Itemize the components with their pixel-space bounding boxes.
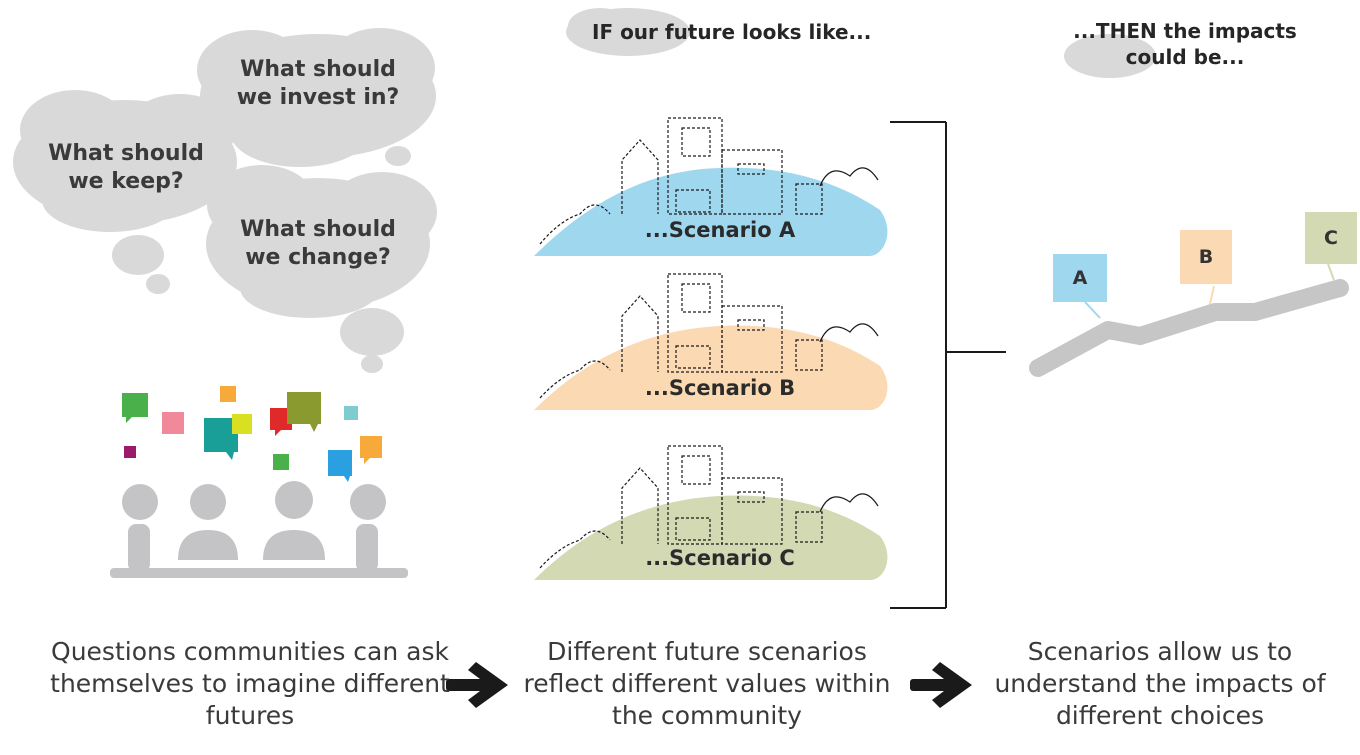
caption-right: Scenarios allow us to understand the imp…	[994, 637, 1326, 730]
scenario-a-graphic	[534, 167, 888, 256]
question-invest: What should we invest in?	[236, 57, 400, 110]
scenario-c-label: ...Scenario C	[645, 546, 795, 570]
if-header: IF our future looks like...	[592, 20, 872, 44]
speech-bubbles	[122, 386, 382, 482]
impact-line	[1029, 279, 1349, 377]
impact-tag-b-label: B	[1198, 246, 1214, 268]
question-keep: What should we keep?	[48, 141, 204, 194]
question-change: What should we change?	[240, 217, 396, 270]
impact-tag-a: A	[1053, 254, 1107, 302]
arrow-1	[446, 662, 508, 708]
arrow-2	[910, 662, 972, 708]
scenario-c-graphic	[534, 495, 888, 580]
scenario-b-graphic	[534, 325, 888, 410]
scenario-b-label: ...Scenario B	[644, 376, 796, 400]
scenario-a-label: ...Scenario A	[644, 218, 796, 242]
then-header: ...THEN the impacts could be...	[1073, 19, 1297, 69]
impact-tag-c-label: C	[1324, 227, 1338, 249]
thought-bubble-keep	[13, 90, 237, 294]
then-header-cloud	[1064, 34, 1156, 78]
people-at-table	[110, 481, 408, 578]
thought-bubble-invest	[197, 28, 436, 167]
caption-left: Questions communities can ask themselves…	[50, 637, 450, 730]
thought-bubble-change	[206, 165, 437, 373]
impact-tag-a-label: A	[1072, 267, 1088, 289]
impact-tag-c: C	[1305, 212, 1357, 264]
caption-middle: Different future scenarios reflect diffe…	[523, 637, 891, 730]
bracket	[890, 121, 1006, 609]
impact-tag-b: B	[1180, 230, 1232, 284]
